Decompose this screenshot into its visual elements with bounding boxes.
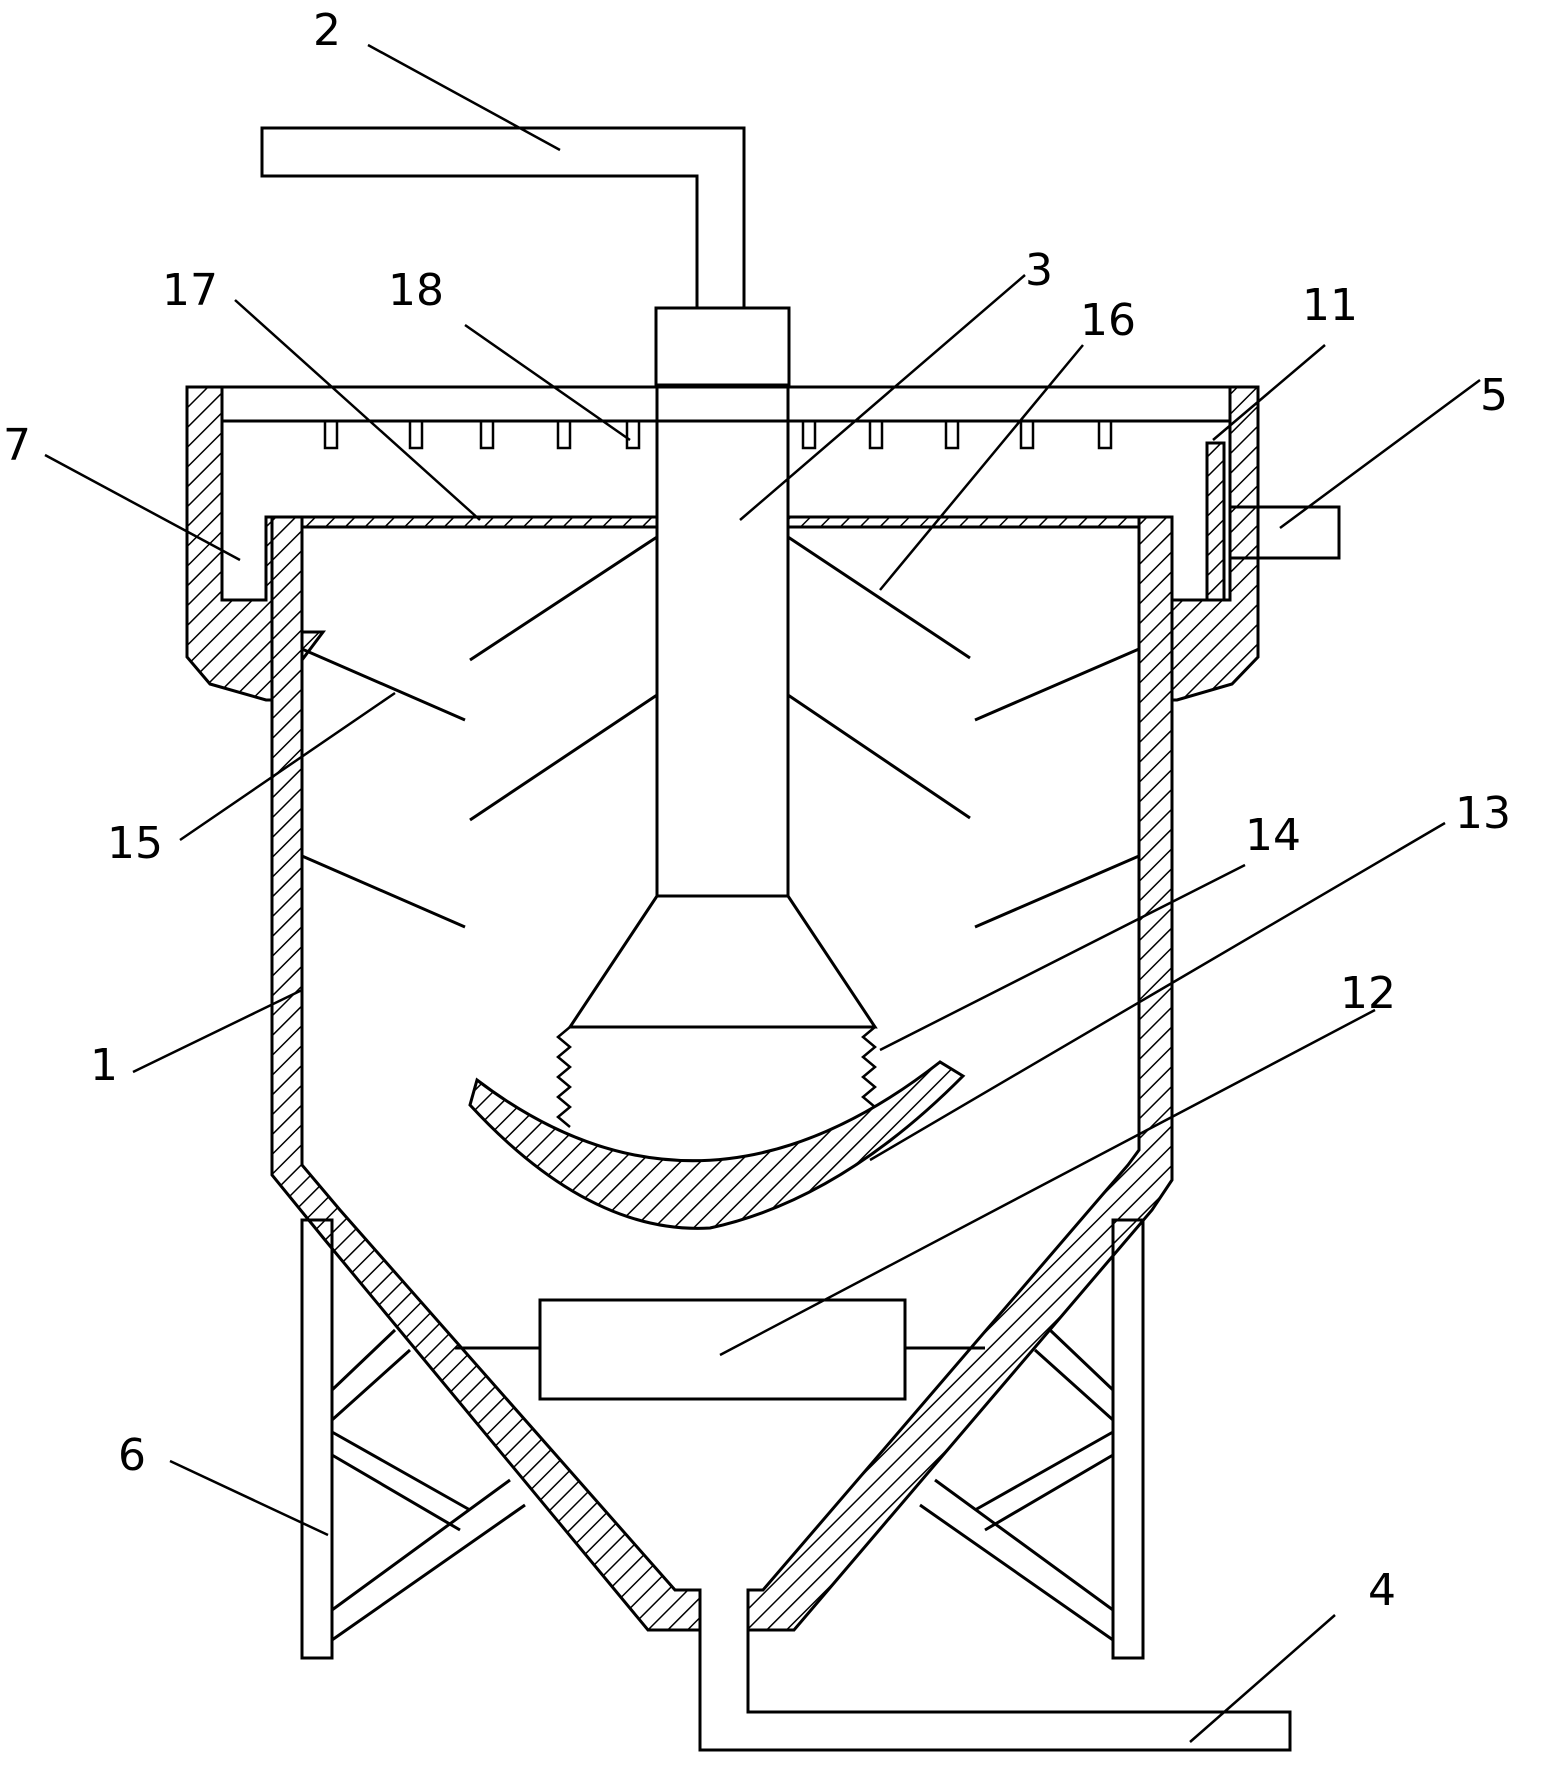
side-outlet [1228, 505, 1341, 560]
lid [185, 385, 1260, 702]
label-6: 6 [118, 1430, 146, 1481]
label-4: 4 [1368, 1565, 1396, 1616]
screw-left [556, 1026, 572, 1128]
motor-block [654, 306, 791, 387]
leader-lines [44, 43, 1481, 1743]
curved-scraper [468, 1060, 966, 1230]
label-3: 3 [1025, 245, 1053, 296]
tank-body [270, 515, 1174, 1632]
label-18: 18 [388, 265, 444, 316]
label-14: 14 [1245, 810, 1301, 861]
support-legs [300, 1218, 1145, 1660]
label-13: 13 [1455, 788, 1511, 839]
callout-labels: 2 3 17 18 16 11 5 7 15 14 13 12 1 6 4 [3, 5, 1511, 1616]
label-7: 7 [3, 420, 31, 471]
nozzle-row [323, 419, 1113, 450]
label-15: 15 [107, 818, 163, 869]
central-shaft [567, 383, 878, 1029]
label-12: 12 [1340, 968, 1396, 1019]
outlet-pipe [698, 1630, 1292, 1752]
inlet-pipe [260, 126, 746, 310]
label-5: 5 [1480, 370, 1508, 421]
label-2: 2 [313, 5, 341, 56]
label-17: 17 [162, 265, 218, 316]
label-16: 16 [1080, 295, 1136, 346]
stirring-blades [301, 535, 1140, 929]
heater-box [455, 1298, 985, 1401]
label-1: 1 [90, 1040, 118, 1091]
label-11: 11 [1302, 280, 1358, 331]
